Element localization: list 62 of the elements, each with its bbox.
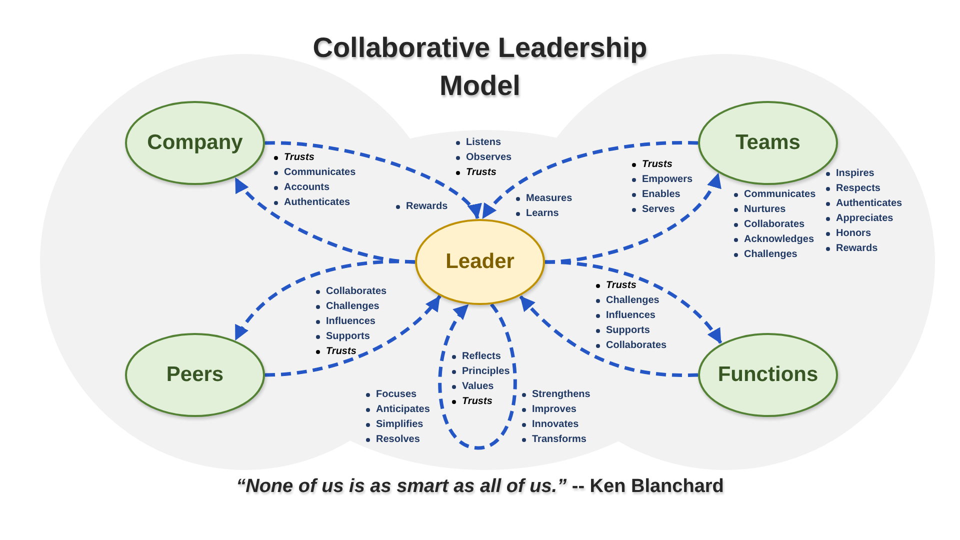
dashed-arrow: [544, 260, 723, 345]
caption: “None of us is as smart as all of us.” -- Ken Blanchard: [236, 475, 724, 499]
list-item: Honors: [826, 226, 871, 241]
list-item: Nurtures: [734, 202, 786, 217]
list-item: Enables: [632, 187, 680, 202]
list-item: Communicates: [734, 187, 816, 202]
dashed-arrow: [438, 303, 517, 450]
list-item: Anticipates: [366, 402, 430, 417]
list-item: Strengthens: [522, 387, 590, 402]
dashed-arrow: [518, 294, 698, 378]
list-item: Appreciates: [826, 211, 894, 226]
list-item: Simplifies: [366, 417, 424, 432]
node-label: Functions: [718, 362, 818, 388]
title: Collaborative Leadership Model: [312, 31, 648, 103]
list-item: Rewards: [396, 199, 448, 214]
list-item: Collaborates: [596, 338, 667, 353]
list-item: Values: [452, 379, 494, 394]
list-item: Authenticates: [274, 195, 350, 210]
list-item: Collaborates: [734, 217, 805, 232]
list-item: Transforms: [522, 432, 586, 447]
list-item: Challenges: [596, 293, 660, 308]
list-item: Challenges: [734, 247, 798, 262]
list-item: Accounts: [274, 180, 330, 195]
list-item: Influences: [316, 314, 376, 329]
list-item: Collaborates: [316, 284, 387, 299]
list-item: Trusts: [452, 394, 492, 409]
list-item: Trusts: [316, 344, 356, 359]
list-item: Respects: [826, 181, 880, 196]
list-item: Communicates: [274, 165, 356, 180]
list-item: Challenges: [316, 299, 380, 314]
list-item: Empowers: [632, 172, 693, 187]
list-item: Trusts: [632, 157, 672, 172]
list-item: Inspires: [826, 166, 874, 181]
list-item: Resolves: [366, 432, 420, 447]
node-label: Leader: [446, 249, 514, 275]
dashed-arrow: [480, 141, 698, 220]
dashed-arrow: [264, 141, 480, 220]
node-label: Teams: [736, 130, 800, 156]
list-item: Serves: [632, 202, 675, 217]
list-item: Principles: [452, 364, 510, 379]
list-item: Trusts: [274, 150, 314, 165]
list-item: Reflects: [452, 349, 501, 364]
node-label: Peers: [166, 362, 224, 388]
list-item: Improves: [522, 402, 576, 417]
list-item: Acknowledges: [734, 232, 814, 247]
list-item: Influences: [596, 308, 656, 323]
list-item: Rewards: [826, 241, 878, 256]
node-label: Company: [147, 130, 243, 156]
list-item: Listens: [456, 135, 502, 150]
dashed-arrow: [234, 260, 416, 342]
dashed-arrow: [264, 294, 442, 377]
list-item: Authenticates: [826, 196, 902, 211]
list-item: Trusts: [456, 165, 496, 180]
list-item: Innovates: [522, 417, 579, 432]
list-item: Learns: [516, 206, 559, 221]
list-item: Focuses: [366, 387, 417, 402]
list-item: Supports: [316, 329, 370, 344]
list-item: Observes: [456, 150, 512, 165]
list-item: Measures: [516, 191, 572, 206]
dashed-arrow: [544, 172, 720, 264]
list-item: Supports: [596, 323, 650, 338]
list-item: Trusts: [596, 278, 636, 293]
